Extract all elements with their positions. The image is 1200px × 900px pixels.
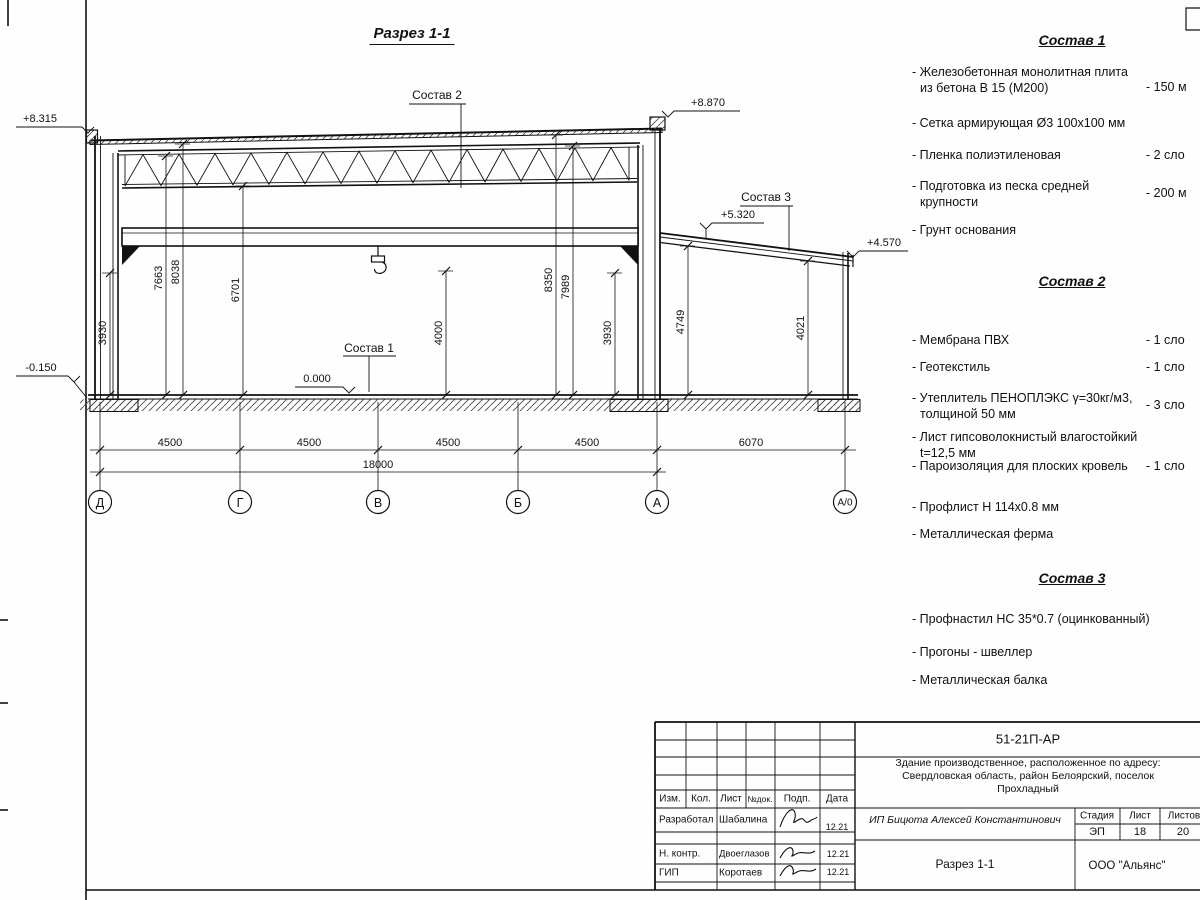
callout-sostav3: Состав 3 xyxy=(741,190,791,204)
vdim-value: 4000 xyxy=(433,320,445,346)
axis-label: А/0 xyxy=(837,497,853,509)
axis-circles xyxy=(87,489,858,515)
list-item-value: - 1 сло xyxy=(1146,459,1185,473)
sheets-label: Листов xyxy=(1167,810,1200,822)
doc-number: 51-21П-АР xyxy=(995,731,1061,747)
sheet-value: 18 xyxy=(1133,826,1147,838)
floor-and-ground xyxy=(80,394,861,412)
list-item: - Грунт основания xyxy=(912,223,1017,237)
col-podp: Подп. xyxy=(783,793,811,805)
row-role: ГИП xyxy=(659,867,679,879)
stage-label: Стадия xyxy=(1079,810,1115,822)
hdim-value: 6070 xyxy=(738,437,764,449)
list-item: - Профлист Н 114х0.8 мм xyxy=(912,500,1059,514)
sheets-value: 20 xyxy=(1176,826,1190,838)
annex-section xyxy=(659,232,854,399)
col-data: Дата xyxy=(825,793,849,805)
vdim-value: 6701 xyxy=(230,277,242,303)
organization-name: ООО "Альянс" xyxy=(1088,860,1166,872)
sostav1-title: Состав 1 xyxy=(1038,32,1106,48)
section-title: Разрез 1-1 xyxy=(369,25,455,45)
list-item: - Профнастил НС 35*0.7 (оцинкованный) xyxy=(912,612,1150,626)
elevation-marks xyxy=(16,110,908,399)
list-item-value: - 1 сло xyxy=(1146,360,1185,374)
list-item: - Железобетонная монолитная плита из бет… xyxy=(912,65,1128,95)
vdim-value: 3930 xyxy=(97,320,109,346)
project-name-line3: Прохладный xyxy=(997,783,1059,795)
axis-label: Б xyxy=(513,496,523,510)
row-name: Шабалина xyxy=(719,814,768,826)
elevation-main-left: +8.315 xyxy=(23,113,57,125)
elevation-annex-left: +5.320 xyxy=(721,209,755,221)
row-date: 12.21 xyxy=(826,867,850,877)
vdim-value: 4021 xyxy=(795,315,807,341)
list-item: - Утеплитель ПЕНОПЛЭКС γ=30кг/м3, толщин… xyxy=(912,391,1133,421)
list-item: - Металлическая ферма xyxy=(912,527,1054,541)
list-item: - Пленка полиэтиленовая xyxy=(912,148,1061,162)
designer-name: ИП Бицюта Алексей Константинович xyxy=(869,814,1061,826)
horizontal-dimensions xyxy=(90,402,856,491)
signature-icon xyxy=(779,809,818,877)
list-item: - Сетка армирующая Ø3 100х100 мм xyxy=(912,116,1126,130)
callout-leaders xyxy=(343,103,793,392)
titleblock-grid xyxy=(654,721,1200,890)
vdim-value: 8350 xyxy=(543,267,555,293)
main-building-section xyxy=(85,116,666,399)
project-name-line1: Здание производственное, расположенное п… xyxy=(895,757,1161,769)
list-item: - Геотекстиль xyxy=(912,360,991,374)
project-name-line2: Свердловская область, район Белоярский, … xyxy=(902,770,1154,782)
list-item: - Подготовка из песка средней крупности xyxy=(912,179,1090,209)
elevation-main-right: +8.870 xyxy=(691,97,725,109)
axis-label: Г xyxy=(236,496,244,510)
list-item: - Пароизоляция для плоских кровель xyxy=(912,459,1128,473)
row-name: Двоеглазов xyxy=(719,848,770,860)
hdim-value: 4500 xyxy=(157,437,183,449)
list-item: - Мембрана ПВХ xyxy=(912,333,1010,347)
row-role: Разработал xyxy=(659,814,714,826)
vdim-value: 7989 xyxy=(560,274,572,300)
sheet-title: Разрез 1-1 xyxy=(935,857,995,871)
axis-label: Д xyxy=(95,496,105,510)
vdim-value: 8038 xyxy=(170,259,182,285)
list-item: - Металлическая балка xyxy=(912,673,1048,687)
callout-sostav1: Состав 1 xyxy=(344,341,394,355)
list-item: - Прогоны - швеллер xyxy=(912,645,1033,659)
total-dim-value: 18000 xyxy=(362,459,394,471)
elevation-annex-right: +4.570 xyxy=(867,237,901,249)
axis-label: В xyxy=(373,496,383,510)
col-izm: Изм. xyxy=(659,793,681,805)
list-item-value: - 1 сло xyxy=(1146,333,1185,347)
axis-label: А xyxy=(652,496,662,510)
sostav2-title: Состав 2 xyxy=(1038,273,1106,289)
callout-sostav2: Состав 2 xyxy=(412,88,462,102)
crane-beam xyxy=(121,227,639,274)
vdim-value: 4749 xyxy=(675,309,687,335)
roof-truss xyxy=(117,142,641,189)
vertical-dimensions xyxy=(102,130,815,400)
vdim-value: 3930 xyxy=(602,320,614,346)
list-item-value: - 2 сло xyxy=(1146,148,1185,162)
list-item-value: - 150 м xyxy=(1146,80,1187,94)
row-role: Н. контр. xyxy=(659,848,701,860)
hdim-value: 4500 xyxy=(296,437,322,449)
list-item-value: - 200 м xyxy=(1146,186,1187,200)
elevation-ground: -0.150 xyxy=(25,362,57,374)
col-ndok: №док. xyxy=(747,794,773,804)
sheet-label: Лист xyxy=(1129,810,1151,822)
elevation-floor: 0.000 xyxy=(303,373,331,385)
col-kol: Кол. xyxy=(691,793,711,805)
hdim-value: 4500 xyxy=(435,437,461,449)
list-item-value: - 3 сло xyxy=(1146,398,1185,412)
hdim-value: 4500 xyxy=(574,437,600,449)
vdim-value: 7663 xyxy=(153,265,165,291)
stage-value: ЭП xyxy=(1089,826,1105,838)
col-list: Лист xyxy=(720,793,742,805)
list-item: - Лист гипсоволокнистый влагостойкий t=1… xyxy=(912,430,1138,460)
row-name: Коротаев xyxy=(719,867,763,879)
row-date: 12.21 xyxy=(825,822,849,832)
row-date: 12.21 xyxy=(826,849,850,859)
sostav3-title: Состав 3 xyxy=(1038,570,1106,586)
